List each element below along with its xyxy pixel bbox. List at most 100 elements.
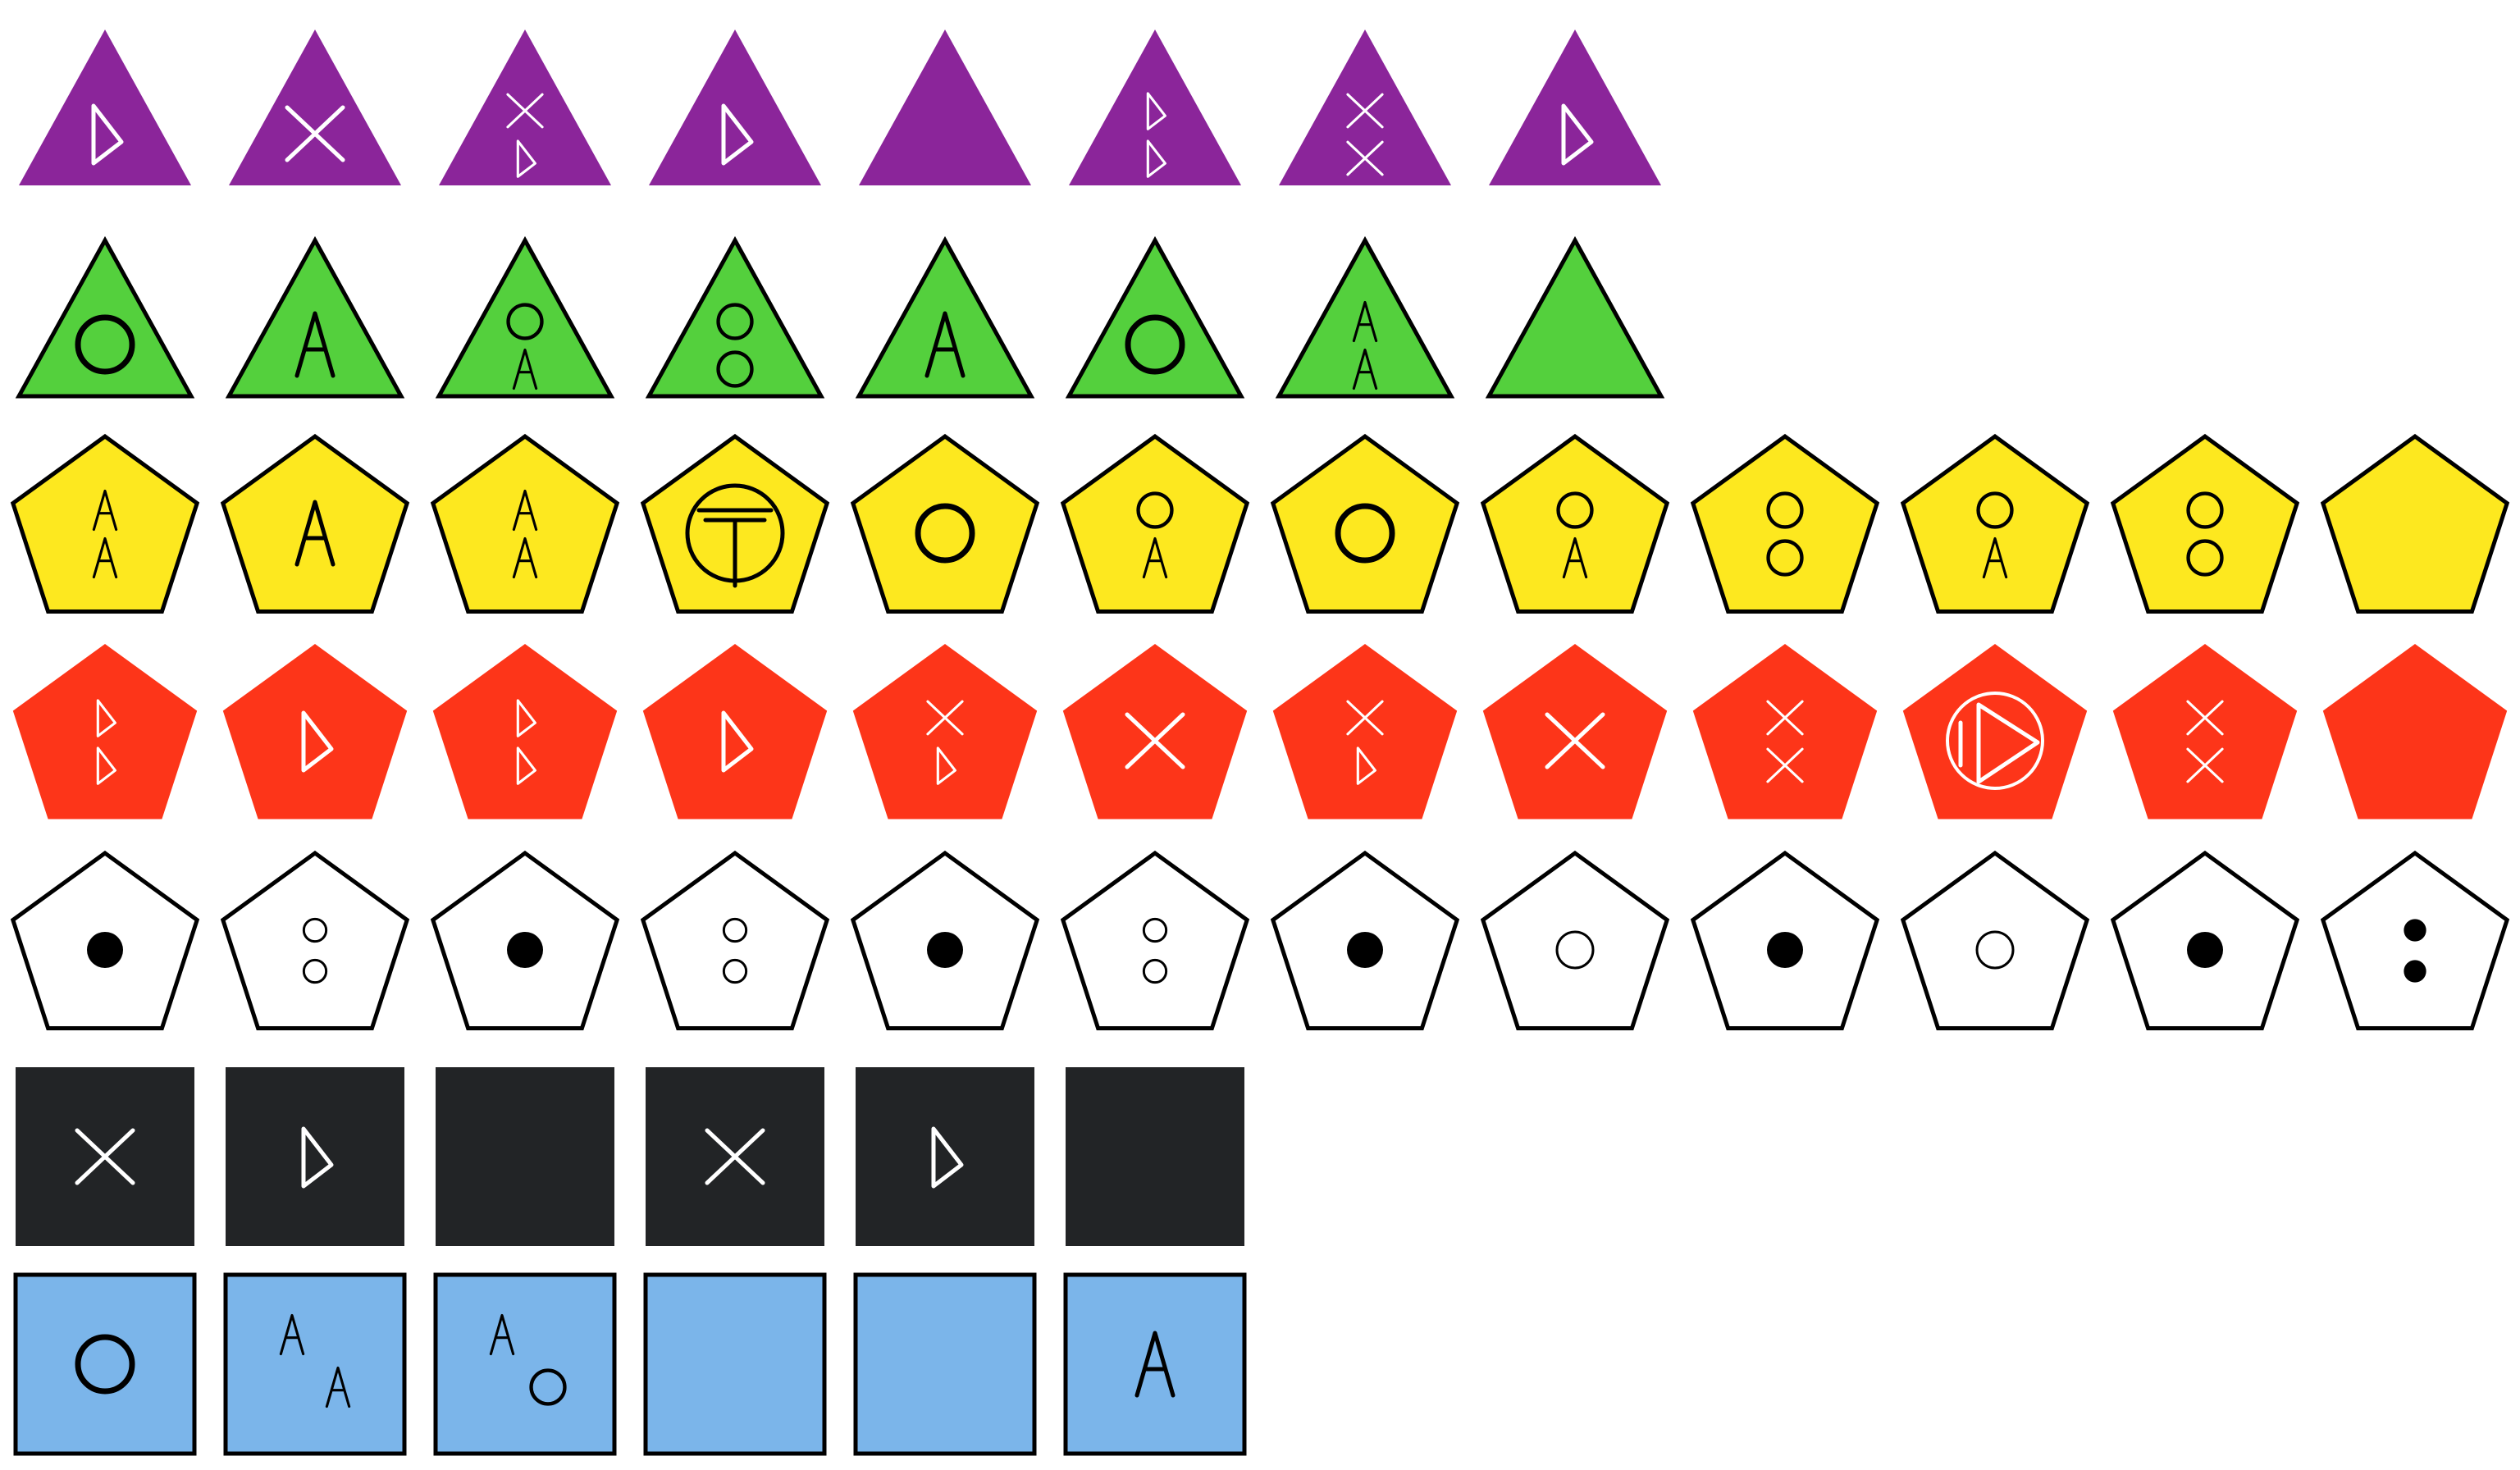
white-pentagon-tile[interactable] — [2110, 850, 2300, 1030]
letter-a-icon — [325, 1366, 351, 1408]
letter-a-icon — [1352, 348, 1378, 390]
ring-icon — [1766, 539, 1804, 577]
purple-triangle-tile[interactable] — [1489, 30, 1661, 185]
yellow-pentagon-tile[interactable] — [2320, 433, 2510, 614]
yellow-pentagon-tile[interactable] — [640, 433, 830, 614]
red-pentagon-tile[interactable] — [432, 644, 618, 819]
white-pentagon-tile[interactable] — [1060, 850, 1250, 1030]
red-pentagon-tile[interactable] — [1902, 644, 2088, 819]
white-pentagon-tile[interactable] — [430, 850, 620, 1030]
x-mark-icon — [2186, 747, 2224, 783]
white-pentagon-tile[interactable] — [220, 850, 410, 1030]
yellow-pentagon-tile[interactable] — [1480, 433, 1670, 614]
tile-row-4 — [12, 644, 2508, 819]
red-pentagon-tile[interactable] — [12, 644, 198, 819]
hollow-circle-icon — [302, 917, 328, 943]
purple-triangle-tile[interactable] — [19, 30, 191, 185]
white-pentagon-tile[interactable] — [2320, 850, 2510, 1030]
red-pentagon-tile[interactable] — [852, 644, 1038, 819]
letter-a-icon — [1352, 300, 1378, 343]
white-pentagon-tile[interactable] — [850, 850, 1040, 1030]
circled-triangle-icon — [1946, 692, 2044, 790]
red-pentagon-tile[interactable] — [1062, 644, 1248, 819]
ring-icon — [2186, 539, 2224, 577]
blue-square-tile[interactable] — [433, 1272, 617, 1456]
tile-row-3 — [10, 433, 2510, 614]
triangle-rune-icon — [301, 710, 334, 773]
yellow-pentagon-tile[interactable] — [2110, 433, 2300, 614]
purple-triangle-tile[interactable] — [439, 30, 611, 185]
blue-square-tile[interactable] — [1063, 1272, 1247, 1456]
x-mark-icon — [2186, 700, 2224, 736]
white-pentagon-tile[interactable] — [1690, 850, 1880, 1030]
purple-triangle-tile[interactable] — [229, 30, 401, 185]
black-square-tile[interactable] — [436, 1067, 614, 1246]
ring-icon — [529, 1368, 567, 1406]
triangle-rune-icon — [1561, 103, 1594, 166]
x-mark-icon — [75, 1128, 135, 1185]
letter-a-icon — [294, 311, 336, 378]
green-triangle-tile[interactable] — [1275, 235, 1455, 399]
yellow-pentagon-tile[interactable] — [1060, 433, 1250, 614]
red-pentagon-tile[interactable] — [222, 644, 408, 819]
x-mark-icon — [1346, 140, 1384, 176]
green-triangle-tile[interactable] — [15, 235, 195, 399]
yellow-pentagon-tile[interactable] — [1270, 433, 1460, 614]
black-square-tile[interactable] — [646, 1067, 824, 1246]
purple-triangle-tile[interactable] — [1279, 30, 1451, 185]
purple-triangle-tile[interactable] — [1069, 30, 1241, 185]
letter-a-icon — [489, 1313, 515, 1356]
green-triangle-tile[interactable] — [435, 235, 615, 399]
black-square-tile[interactable] — [226, 1067, 404, 1246]
black-square-tile[interactable] — [856, 1067, 1034, 1246]
x-mark-icon — [1766, 700, 1804, 736]
green-triangle-tile[interactable] — [855, 235, 1035, 399]
white-pentagon-tile[interactable] — [640, 850, 830, 1030]
red-pentagon-tile[interactable] — [1272, 644, 1458, 819]
tile-row-5 — [10, 850, 2510, 1030]
green-triangle-tile[interactable] — [1065, 235, 1245, 399]
yellow-pentagon-tile[interactable] — [1900, 433, 2090, 614]
red-pentagon-tile[interactable] — [1482, 644, 1668, 819]
white-pentagon-tile[interactable] — [1480, 850, 1670, 1030]
white-pentagon-tile[interactable] — [1900, 850, 2090, 1030]
triangle-rune-icon — [1356, 746, 1376, 785]
yellow-pentagon-tile[interactable] — [850, 433, 1040, 614]
yellow-pentagon-tile[interactable] — [10, 433, 200, 614]
triangle-rune-icon — [96, 746, 116, 785]
purple-triangle-tile[interactable] — [649, 30, 821, 185]
red-pentagon-tile[interactable] — [2112, 644, 2298, 819]
red-pentagon-tile[interactable] — [1692, 644, 1878, 819]
letter-a-icon — [294, 500, 336, 567]
red-pentagon-tile[interactable] — [2322, 644, 2508, 819]
black-square-tile[interactable] — [16, 1067, 194, 1246]
yellow-pentagon-tile[interactable] — [220, 433, 410, 614]
white-pentagon-tile[interactable] — [1270, 850, 1460, 1030]
triangle-rune-icon — [516, 699, 536, 737]
blue-square-tile[interactable] — [13, 1272, 197, 1456]
purple-triangle-tile[interactable] — [859, 30, 1031, 185]
letter-a-icon — [1562, 536, 1588, 579]
dot-icon — [2404, 919, 2426, 942]
yellow-pentagon-tile[interactable] — [430, 433, 620, 614]
blue-square-tile[interactable] — [223, 1272, 407, 1456]
hollow-circle-icon — [1142, 917, 1168, 943]
white-pentagon-tile[interactable] — [10, 850, 200, 1030]
x-mark-icon — [1545, 712, 1605, 769]
blue-square-tile[interactable] — [643, 1272, 827, 1456]
ring-icon — [1125, 314, 1185, 375]
ring-icon — [1136, 491, 1174, 529]
green-triangle-tile[interactable] — [1485, 235, 1665, 399]
black-square-tile[interactable] — [1066, 1067, 1244, 1246]
ring-icon — [1556, 491, 1594, 529]
green-triangle-tile[interactable] — [225, 235, 405, 399]
triangle-rune-icon — [931, 1126, 964, 1189]
triangle-rune-icon — [721, 710, 754, 773]
yellow-pentagon-tile[interactable] — [1690, 433, 1880, 614]
x-mark-icon — [506, 93, 544, 129]
green-triangle-tile[interactable] — [645, 235, 825, 399]
letter-a-icon — [512, 536, 538, 579]
blue-square-tile[interactable] — [853, 1272, 1037, 1456]
red-pentagon-tile[interactable] — [642, 644, 828, 819]
letter-a-icon — [92, 489, 118, 532]
